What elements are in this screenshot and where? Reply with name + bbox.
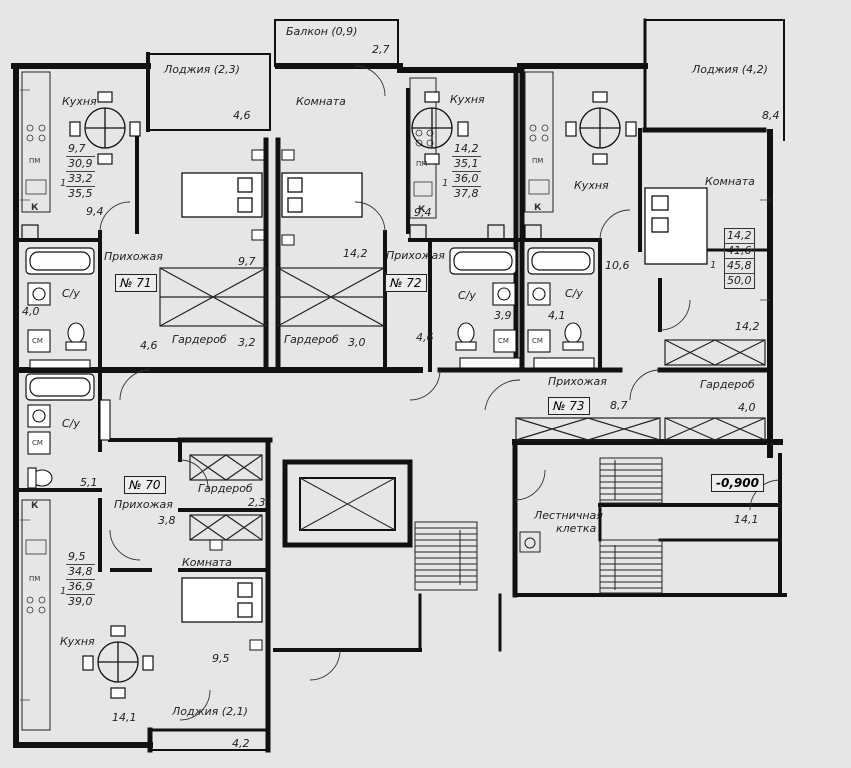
summary-a72-total-coef: 36,0 — [452, 172, 481, 187]
summary-a70-total: 34,8 — [66, 565, 95, 580]
komnata-a70-area: 9,5 — [212, 652, 230, 665]
summary-a72-total: 35,1 — [452, 157, 481, 172]
apartment-73-number: № 73 — [548, 397, 590, 415]
bath-a72-label: С/у — [458, 289, 476, 302]
komnata-a72-area: 14,2 — [343, 247, 368, 260]
summary-a71-total: 30,9 — [66, 157, 95, 172]
loggia-a70-area: 4,2 — [232, 737, 250, 750]
wardrobe-a73-label: Гардероб — [700, 378, 755, 391]
stairs-label-line2: клетка — [556, 522, 597, 535]
komnata-a71-label: Комната — [296, 95, 346, 108]
k-a72: К — [418, 205, 426, 215]
summary-a73: 14,2 41,6 45,8 50,0 — [724, 228, 755, 289]
summary-a72-living: 14,2 — [452, 142, 481, 157]
komnata-a73-label: Комната — [705, 175, 755, 188]
summary-a71: 9,7 30,9 33,2 35,5 — [66, 142, 95, 201]
summary-a72: 14,2 35,1 36,0 37,8 — [452, 142, 481, 201]
loggia-a73-area: 8,4 — [762, 109, 780, 122]
wardrobe-a71-area: 3,2 — [238, 336, 256, 349]
summary-a71-living: 9,7 — [66, 142, 95, 157]
hall-a72-area: 4,6 — [416, 331, 434, 344]
kitchen-a73-area: 10,6 — [605, 259, 630, 272]
kitchen-a72-area: 9,4 — [414, 206, 432, 219]
sm-a71: СМ — [32, 337, 43, 345]
summary-a73-living: 14,2 — [725, 229, 754, 244]
summary-a70: 9,5 34,8 36,9 39,0 — [66, 550, 95, 609]
wardrobe-a72-area: 3,0 — [348, 336, 366, 349]
bath-a73-label: С/у — [565, 287, 583, 300]
apartment-70-number: № 70 — [124, 476, 166, 494]
pm-a73: ПМ — [532, 157, 544, 165]
hall-a70-area: 3,8 — [158, 514, 176, 527]
hall-a71-area: 4,6 — [140, 339, 158, 352]
bath-a71-label: С/у — [62, 287, 80, 300]
summary-a73-total: 41,6 — [725, 244, 754, 259]
bath-a73-area: 4,1 — [548, 309, 566, 322]
summary-a73-rooms: 1 — [710, 260, 717, 271]
wardrobe-a71-label: Гардероб — [172, 333, 227, 346]
level-mark: -0,900 — [711, 474, 764, 492]
bath-a70-area: 5,1 — [80, 476, 98, 489]
hall-a73-label: Прихожая — [548, 375, 607, 388]
kitchen-a71-area: 9,4 — [86, 205, 104, 218]
k-a70: К — [31, 501, 39, 511]
sm-a72: СМ — [498, 337, 509, 345]
summary-a72-rooms: 1 — [442, 178, 449, 189]
summary-a73-total-full: 50,0 — [727, 274, 752, 287]
bath-a72-area: 3,9 — [494, 309, 512, 322]
kitchen-a70-label: Кухня — [60, 635, 95, 648]
komnata-a73-area: 14,2 — [735, 320, 760, 333]
summary-a70-total-coef: 36,9 — [66, 580, 95, 595]
loggia-a73-label: Лоджия (4,2) — [692, 63, 768, 76]
loggia-a71-area: 4,6 — [233, 109, 251, 122]
pm-a71: ПМ — [29, 157, 41, 165]
apartment-72-number: № 72 — [385, 274, 427, 292]
summary-a72-total-full: 37,8 — [454, 187, 479, 200]
hall-a70-label: Прихожая — [114, 498, 173, 511]
sm-a70: СМ — [32, 439, 43, 447]
komnata-a71-area: 9,7 — [238, 255, 256, 268]
pm-a70: ПМ — [29, 575, 41, 583]
bath-a70-label: С/у — [62, 417, 80, 430]
pm-a72: ПМ — [416, 160, 428, 168]
wardrobe-a72-label: Гардероб — [284, 333, 339, 346]
summary-a70-total-full: 39,0 — [68, 595, 93, 608]
kitchen-a73-label: Кухня — [574, 179, 609, 192]
summary-a70-rooms: 1 — [60, 586, 67, 597]
k-a71: К — [31, 203, 39, 213]
hall-a72-label: Прихожая — [386, 249, 445, 262]
wardrobe-a70-label: Гардероб — [198, 482, 253, 495]
hall-a73-area: 8,7 — [610, 399, 628, 412]
summary-a71-total-coef: 33,2 — [66, 172, 95, 187]
k-a73: К — [534, 203, 542, 213]
balkon-area: 2,7 — [372, 43, 390, 56]
wardrobe-a70-area: 2,3 — [248, 496, 266, 509]
sm-a73: СМ — [532, 337, 543, 345]
summary-a71-rooms: 1 — [60, 178, 67, 189]
kitchen-a72-label: Кухня — [450, 93, 485, 106]
apartment-71-number: № 71 — [115, 274, 157, 292]
summary-a71-total-full: 35,5 — [68, 187, 93, 200]
loggia-a70-label: Лоджия (2,1) — [172, 705, 248, 718]
stairs-area: 14,1 — [734, 513, 759, 526]
summary-a70-living: 9,5 — [66, 550, 95, 565]
kitchen-a71-label: Кухня — [62, 95, 97, 108]
summary-a73-total-coef: 45,8 — [725, 259, 754, 274]
komnata-a70-label: Комната — [182, 556, 232, 569]
wardrobe-a73-area: 4,0 — [738, 401, 756, 414]
bath-a71-area: 4,0 — [22, 305, 40, 318]
loggia-a71-label: Лоджия (2,3) — [164, 63, 240, 76]
kitchen-a70-area: 14,1 — [112, 711, 137, 724]
hall-a71-label: Прихожая — [104, 250, 163, 263]
stairs-label-line1: Лестничная — [534, 509, 603, 522]
balkon-label: Балкон (0,9) — [286, 25, 358, 38]
